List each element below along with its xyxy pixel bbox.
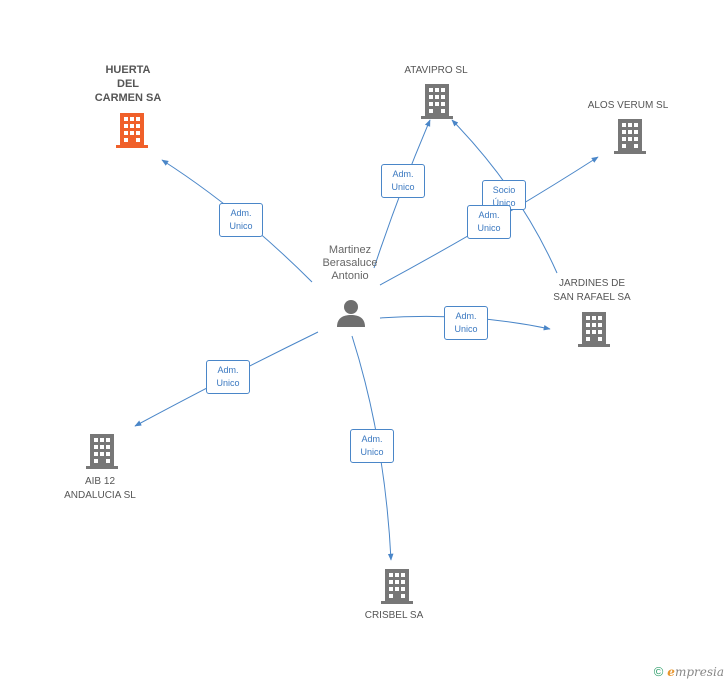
node-label-person[interactable]: Martinez Berasaluce Antonio	[322, 244, 378, 282]
node-label-crisbel[interactable]: CRISBEL SA	[364, 610, 424, 621]
node-label-alos[interactable]: ALOS VERUM SL	[587, 100, 669, 111]
brand-logo: empresia	[667, 664, 724, 679]
edge-badge-huerta[interactable]: Adm. Unico	[219, 203, 263, 237]
person-icon[interactable]	[336, 298, 366, 328]
building-icon[interactable]	[578, 312, 610, 348]
edge-badge-right[interactable]: Adm. Unico	[444, 306, 488, 340]
node-label-aib[interactable]: AIB 12 ANDALUCIA SL	[64, 476, 136, 501]
copyright-icon: ©	[653, 664, 664, 679]
building-icon-highlight[interactable]	[116, 113, 148, 149]
edge-badge-alos[interactable]: Adm. Unico	[467, 205, 511, 239]
edge-badge-crisbel[interactable]: Adm. Unico	[350, 429, 394, 463]
building-icon[interactable]	[614, 119, 646, 155]
building-icon[interactable]	[381, 569, 413, 605]
edge-badge-aib[interactable]: Adm. Unico	[206, 360, 250, 394]
node-label-atavipro[interactable]: ATAVIPRO SL	[404, 65, 468, 76]
building-icon[interactable]	[86, 434, 118, 470]
building-icon[interactable]	[421, 84, 453, 120]
edge-badge-atavipro[interactable]: Adm. Unico	[381, 164, 425, 198]
node-label-jardines[interactable]: JARDINES DE SAN RAFAEL SA	[553, 278, 631, 303]
footer-brand: © empresia	[654, 664, 724, 679]
node-label-huerta[interactable]: HUERTA DEL CARMEN SA	[94, 64, 162, 104]
